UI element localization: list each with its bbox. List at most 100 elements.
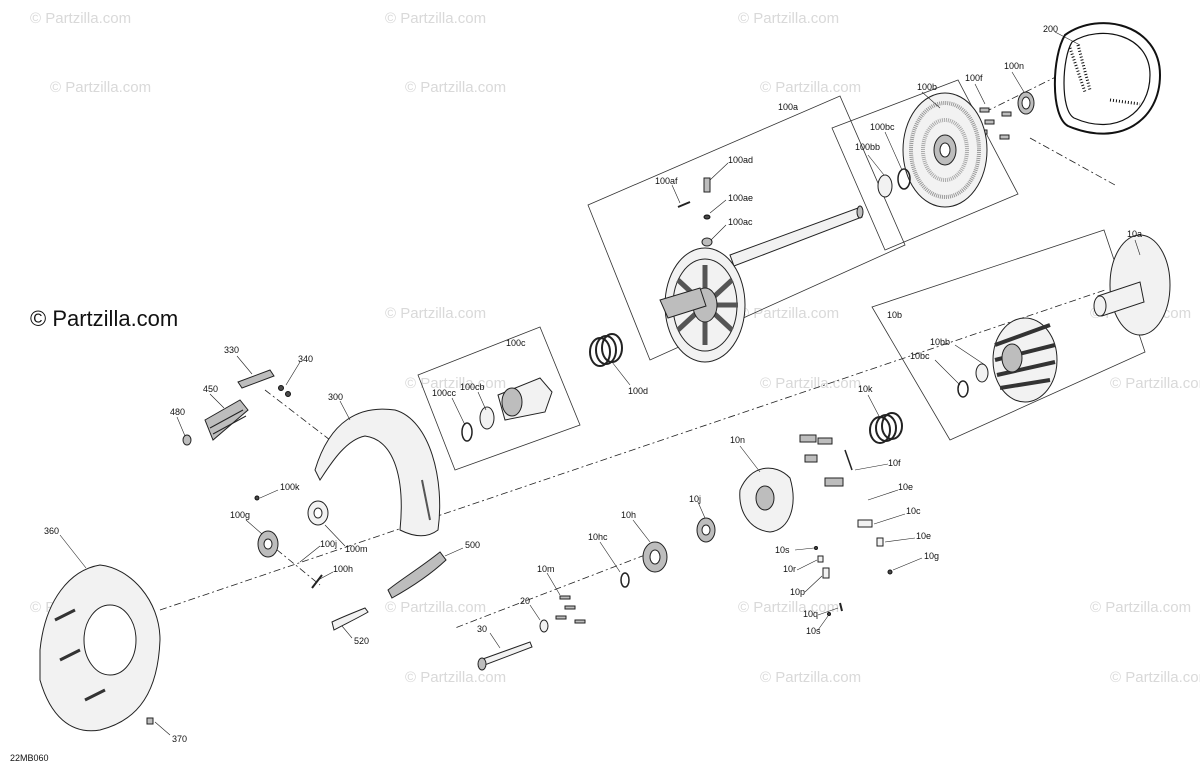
pin-10q	[839, 602, 843, 612]
label-10a: 10a	[1127, 229, 1142, 239]
label-10f: 10f	[888, 458, 901, 468]
screw-set-100a	[677, 177, 713, 247]
rivet-340b	[285, 391, 291, 397]
label-10b: 10b	[887, 310, 902, 320]
pin-10c	[857, 519, 873, 528]
drawing-id: 22MB060	[10, 753, 49, 763]
label-100af: 100af	[655, 176, 678, 186]
label-100cb: 100cb	[460, 382, 485, 392]
clip-10g	[887, 569, 893, 575]
plate-450	[204, 399, 249, 441]
washer-100m	[307, 500, 329, 526]
label-10k: 10k	[858, 384, 873, 394]
label-340: 340	[298, 354, 313, 364]
label-10n: 10n	[730, 435, 745, 445]
ring-100bc	[897, 168, 911, 190]
washer-10s	[814, 546, 818, 550]
label-10s: 10s	[775, 545, 790, 555]
label-10m: 10m	[537, 564, 555, 574]
label-10bc: 10bc	[910, 351, 930, 361]
label-100cc: 100cc	[432, 388, 457, 398]
drive-belt	[1053, 22, 1162, 135]
label-100d: 100d	[628, 386, 648, 396]
cam-10b	[992, 317, 1058, 403]
label-100h: 100h	[333, 564, 353, 574]
label-100a: 100a	[778, 102, 798, 112]
watermark-tile: © Partzilla.com	[1090, 599, 1191, 616]
label-100bc: 100bc	[870, 122, 895, 132]
drive-sheave-10a	[1093, 234, 1171, 336]
label-100n: 100n	[1004, 61, 1024, 71]
watermark-tile: © Partzilla.com	[760, 669, 861, 686]
ring-10bc	[957, 380, 969, 398]
nut-100g	[257, 530, 279, 558]
spider-10h	[642, 541, 668, 573]
belt-axis-2	[1029, 137, 1116, 186]
watermark-tile: © Partzilla.com	[405, 79, 506, 96]
label-330: 330	[224, 345, 239, 355]
bracket-330	[237, 369, 275, 389]
label-100ac: 100ac	[728, 217, 753, 227]
part-labels: 200 100n 100f 100b 100a 100bc 100bb 100a…	[44, 24, 1142, 744]
watermark-tile: © Partzilla.com	[1110, 669, 1200, 686]
label-100k: 100k	[280, 482, 300, 492]
belt-axis	[984, 59, 1091, 113]
watermark-tile: © Partzilla.com	[405, 375, 506, 392]
box-100b	[831, 79, 1019, 251]
label-10bb: 10bb	[930, 337, 950, 347]
spring-100d	[589, 333, 623, 367]
box-10b	[871, 229, 1146, 441]
label-10j: 10j	[689, 494, 701, 504]
screw-480	[182, 434, 192, 446]
washer-20	[539, 619, 549, 633]
clip-520	[331, 607, 369, 631]
ring-100cc	[461, 422, 473, 442]
bracket-axis	[264, 389, 331, 441]
label-100ad: 100ad	[728, 155, 753, 165]
label-10h: 10h	[621, 510, 636, 520]
label-10e: 10e	[898, 482, 913, 492]
rollers-10f	[799, 434, 853, 487]
watermark-tile: © Partzilla.com	[30, 10, 131, 27]
sheave-100b	[902, 92, 988, 208]
belt-guard-300	[314, 408, 441, 537]
washer-10s-2	[827, 612, 831, 616]
label-100g: 100g	[230, 510, 250, 520]
spring-10k	[869, 412, 903, 444]
spider-10n	[739, 467, 794, 533]
label-100f: 100f	[965, 73, 983, 83]
rivet-340	[278, 385, 284, 391]
label-30: 30	[477, 624, 487, 634]
roller-10p	[822, 567, 830, 579]
label-370: 370	[172, 734, 187, 744]
label-10r: 10r	[783, 564, 796, 574]
leader-lines	[59, 31, 1141, 736]
label-450: 450	[203, 384, 218, 394]
label-10p: 10p	[790, 587, 805, 597]
label-10g: 10g	[924, 551, 939, 561]
label-200: 200	[1043, 24, 1058, 34]
ring-10hc	[620, 572, 630, 588]
label-10s-2: 10s	[806, 626, 821, 636]
label-100b: 100b	[917, 82, 937, 92]
watermark-tile: © Partzilla.com	[738, 10, 839, 27]
bushing-10bb	[975, 363, 989, 383]
label-100ae: 100ae	[728, 193, 753, 203]
bolt-30	[477, 641, 533, 671]
screw-100k	[254, 495, 260, 501]
bracket-500	[387, 551, 447, 599]
watermark-tile: © Partzilla.com	[50, 79, 151, 96]
watermark-tile: © Partzilla.com	[738, 599, 839, 616]
screws-10m	[555, 595, 586, 624]
screw-370	[146, 717, 154, 725]
bushing-100cb	[479, 406, 495, 430]
watermark-tile: © Partzilla.com	[760, 79, 861, 96]
bushing-100bb	[877, 174, 893, 198]
cam-100c	[461, 377, 553, 442]
label-480: 480	[170, 407, 185, 417]
label-10hc: 10hc	[588, 532, 608, 542]
label-10q: 10q	[803, 609, 818, 619]
watermark-tile: © Partzilla.com	[385, 305, 486, 322]
watermark-tile: © Partzilla.com	[385, 10, 486, 27]
